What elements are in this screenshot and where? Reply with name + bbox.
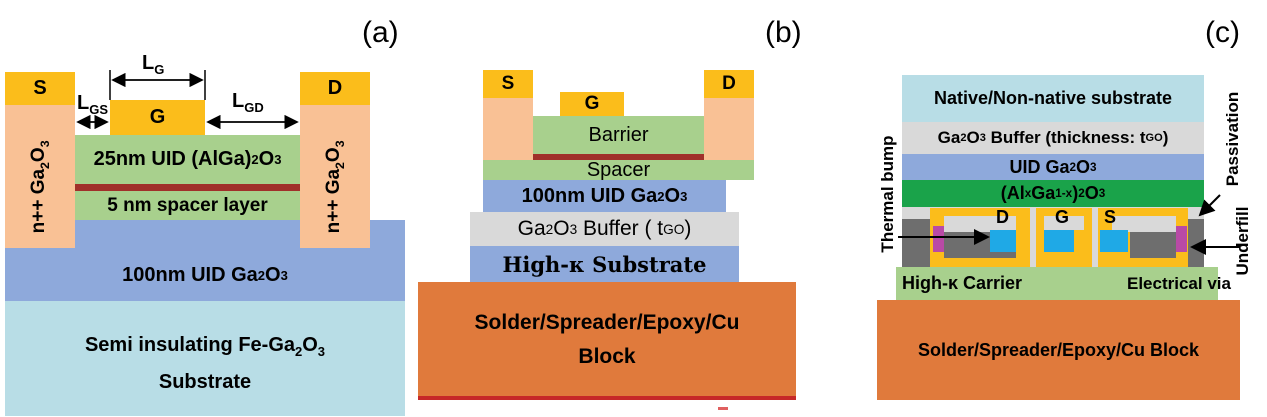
b-substrate: High-κ Substrate (470, 246, 739, 282)
c-native-substrate: Native/Non-native substrate (902, 75, 1204, 122)
c-block: Solder/Spreader/Epoxy/Cu Block (877, 300, 1240, 400)
b-block-bottom-line (418, 396, 796, 400)
c-bump-gate (1044, 230, 1074, 252)
a-source-contact: S (5, 72, 75, 105)
c-bump-drain (990, 230, 1016, 252)
a-nplus-left-label: n++ Ga2O3 (28, 140, 52, 234)
panel-label-b: (b) (765, 16, 802, 49)
a-nplus-right-label: n++ Ga2O3 (323, 140, 347, 234)
c-carrier: High-κ Carrier (896, 267, 1218, 300)
a-lgd-label: LGD (232, 90, 264, 115)
b-nplus-left (483, 94, 533, 164)
c-electrical-via-label: Electrical via (1127, 274, 1231, 293)
panel-label-c: (c) (1205, 16, 1240, 49)
c-underfill-left (902, 219, 930, 267)
a-substrate (5, 301, 405, 416)
c-gate-label: G (1055, 207, 1070, 227)
b-2deg-line (533, 154, 704, 160)
b-drain-contact: D (704, 70, 754, 98)
c-arrows (898, 194, 1240, 255)
b-nplus-right (704, 94, 754, 164)
b-barrier: Barrier (533, 116, 704, 154)
b-mark (718, 407, 728, 410)
a-substrate-label: Semi insulating Fe-Ga2O3 Substrate (84, 334, 326, 393)
a-drain-contact: D (300, 72, 370, 105)
c-via-left (933, 226, 944, 252)
b-block: Solder/Spreader/Epoxy/Cu Block (418, 282, 796, 398)
a-spacer-layer: 5 nm spacer layer (75, 191, 300, 220)
c-drain-inner (944, 216, 1016, 232)
c-source-body (1130, 232, 1176, 258)
a-lgs-label: LGS (77, 92, 109, 117)
a-nplus-left (5, 105, 75, 248)
c-via-right (1176, 226, 1187, 252)
a-nplus-right (300, 105, 370, 248)
b-gate-contact: G (560, 92, 624, 116)
a-lg-label: LG (142, 52, 165, 77)
a-dimension-arrows (76, 70, 299, 130)
panel-label-a: (a) (362, 16, 399, 49)
c-source-label: S (1104, 207, 1117, 227)
c-gate-inner (1044, 216, 1084, 230)
c-drain-label: D (996, 207, 1009, 227)
c-bump-source (1100, 230, 1128, 252)
a-2deg-line (75, 184, 300, 191)
b-spacer: Spacer (483, 159, 754, 181)
c-passivation-label: Passivation (1223, 91, 1242, 187)
a-gate-contact: G (110, 100, 205, 135)
c-source-inner (1112, 216, 1176, 232)
b-source-contact: S (483, 70, 533, 98)
